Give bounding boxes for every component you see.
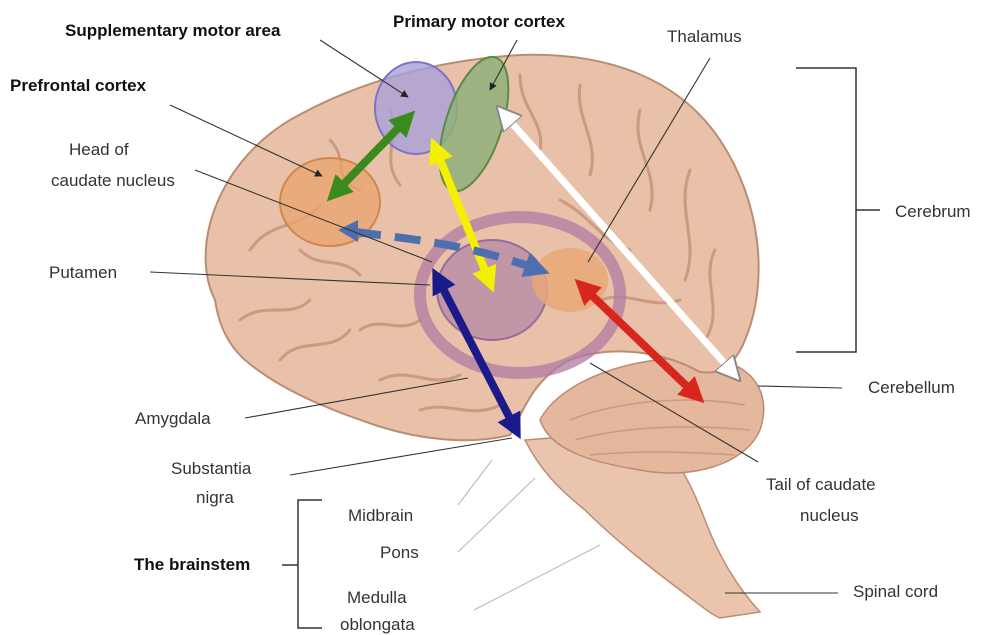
label-medulla-1: Medulla [347, 588, 407, 607]
label-substantia-nigra-2: nigra [196, 488, 234, 507]
label-spinal-cord: Spinal cord [853, 582, 938, 601]
label-pons: Pons [380, 543, 419, 562]
cerebrum-bracket [796, 68, 880, 352]
label-the-brainstem: The brainstem [134, 555, 250, 574]
brainstem-bracket [282, 500, 322, 628]
label-putamen: Putamen [49, 263, 117, 282]
label-midbrain: Midbrain [348, 506, 413, 525]
label-head-of-caudate-1: Head of [69, 140, 129, 159]
label-head-of-caudate-2: caudate nucleus [51, 171, 175, 190]
label-medulla-2: oblongata [340, 615, 415, 634]
label-cerebrum: Cerebrum [895, 202, 971, 221]
label-cerebellum: Cerebellum [868, 378, 955, 397]
label-supplementary-motor-area: Supplementary motor area [65, 21, 281, 40]
label-primary-motor-cortex: Primary motor cortex [393, 12, 565, 31]
label-tail-of-caudate-2: nucleus [800, 506, 859, 525]
label-prefrontal-cortex: Prefrontal cortex [10, 76, 147, 95]
label-substantia-nigra-1: Substantia [171, 459, 252, 478]
label-amygdala: Amygdala [135, 409, 211, 428]
label-thalamus: Thalamus [667, 27, 742, 46]
label-tail-of-caudate-1: Tail of caudate [766, 475, 876, 494]
